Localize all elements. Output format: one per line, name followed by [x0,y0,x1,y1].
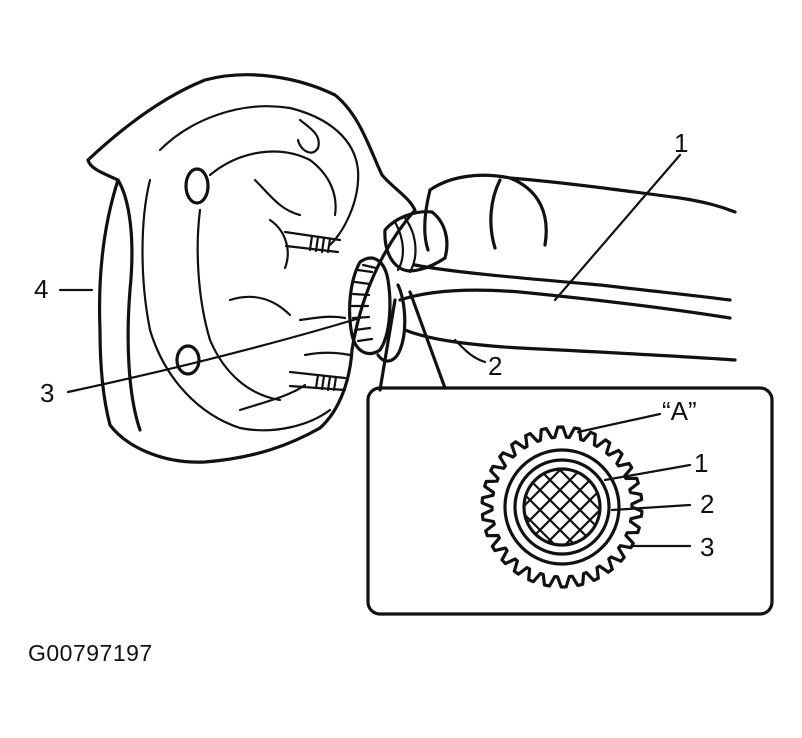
callout-main-4: 4 [34,274,48,304]
inset-frame [366,386,774,616]
wheel-stud-hole-top [184,167,210,205]
wheel-stud-hole-bottom [175,344,201,376]
inset-pointer [378,290,447,392]
drive-shaft-upper-edge [428,173,737,214]
drive-shaft-lower-body [398,288,737,362]
hub-bolt-top [296,118,320,154]
shaft-crosshatch [524,469,600,545]
sensor-rotor [348,256,392,356]
drive-shaft [376,173,737,363]
leader-2 [453,338,487,364]
drive-shaft-lower-edge [413,263,732,302]
hub-details [228,178,307,412]
backing-plate-rim [116,178,142,432]
sensor-rotor-teeth [350,263,378,343]
sensor-rotor-body [348,256,392,356]
seal-ring-outer [503,448,621,566]
inset-title-A: “A” [662,396,697,426]
callout-main-2: 2 [488,351,502,381]
hub-flange-inner [196,150,337,402]
wheel-stud-lower [288,370,347,392]
callout-inset-2: 2 [700,489,714,519]
wheel-stud-upper [283,230,342,254]
callout-main-3: 3 [40,378,54,408]
drive-shaft-nose [383,210,449,273]
drive-shaft-collar [393,216,417,274]
leader-1 [553,153,682,302]
callout-inset-3: 3 [700,532,714,562]
callout-main-1: 1 [674,128,688,158]
shaft-section [522,467,602,547]
hub-dash-lines [298,315,352,357]
gear-ring [480,425,644,589]
seal-ring-inner [513,458,611,556]
inset-leader-2 [610,503,692,512]
leader-3 [66,316,362,394]
detail-inset [366,290,774,616]
hub-flange-outer [141,105,360,432]
gear-teeth [480,425,644,589]
callout-inset-1: 1 [694,448,708,478]
drive-shaft-boot [423,176,548,252]
inset-leader-A [576,412,662,434]
backing-plate-outline [86,73,417,464]
inset-leader-1 [603,463,692,482]
hub-assembly [86,73,417,464]
figure-id-code: G00797197 [28,640,153,666]
